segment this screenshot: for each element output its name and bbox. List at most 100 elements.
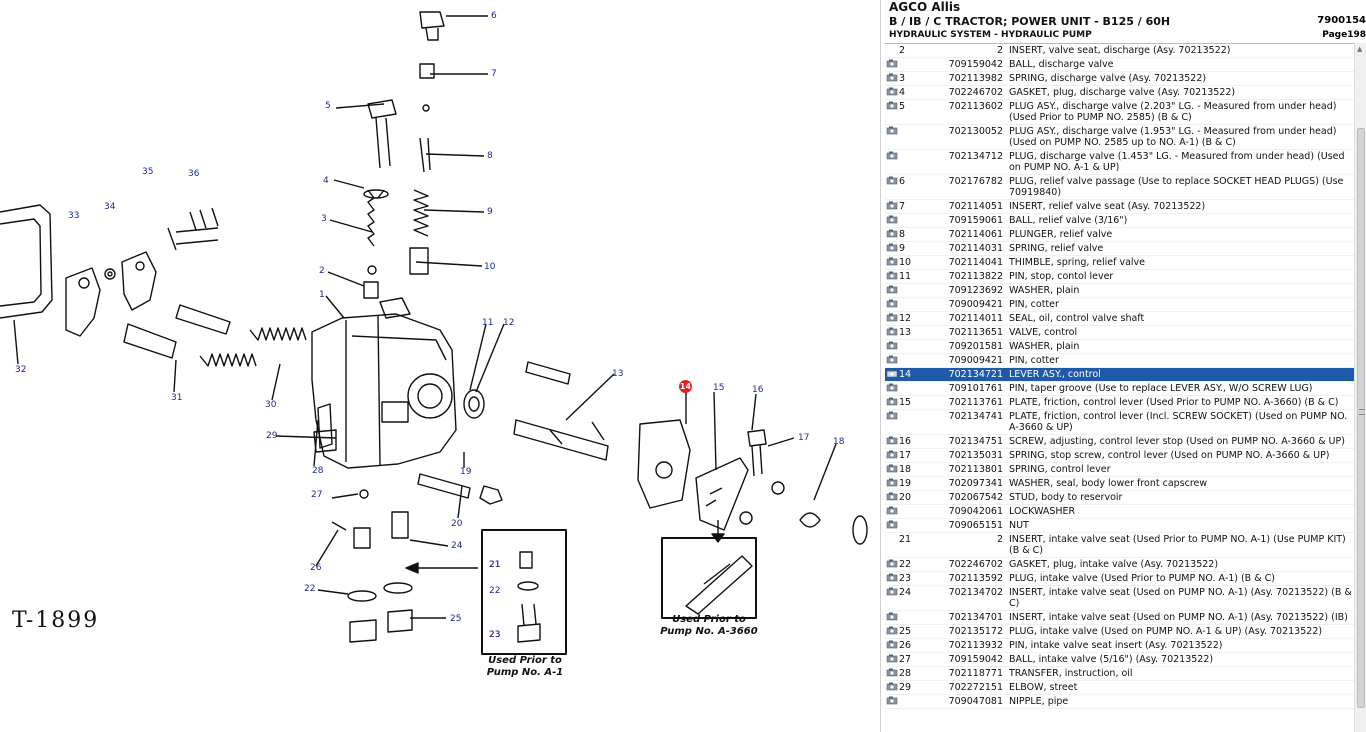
cart-icon[interactable] (886, 369, 898, 378)
cart-icon[interactable] (886, 626, 898, 635)
cart-icon[interactable] (886, 506, 898, 515)
cart-icon[interactable] (886, 383, 898, 392)
cart-icon[interactable] (886, 612, 898, 621)
cart-icon[interactable] (886, 313, 898, 322)
cart-icon[interactable] (886, 654, 898, 663)
callout-11[interactable]: 11 (482, 318, 494, 328)
callout-36[interactable]: 36 (188, 169, 200, 179)
cart-icon[interactable] (886, 151, 898, 160)
cart-icon[interactable] (886, 126, 898, 135)
cart-icon[interactable] (886, 450, 898, 459)
cart-icon[interactable] (886, 640, 898, 649)
callout-1[interactable]: 1 (319, 290, 325, 300)
cart-icon[interactable] (886, 411, 898, 420)
callout-32[interactable]: 32 (15, 365, 27, 375)
callout-12[interactable]: 12 (503, 318, 515, 328)
cart-icon[interactable] (886, 397, 898, 406)
cart-icon[interactable] (886, 257, 898, 266)
cart-icon[interactable] (886, 520, 898, 529)
cart-icon[interactable] (886, 682, 898, 691)
cart-icon[interactable] (886, 355, 898, 364)
callout-26[interactable]: 26 (310, 563, 322, 573)
callout-3[interactable]: 3 (321, 214, 327, 224)
callout-19[interactable]: 19 (460, 467, 472, 477)
cart-icon[interactable] (886, 285, 898, 294)
cart-icon[interactable] (886, 271, 898, 280)
callout-17[interactable]: 17 (798, 433, 810, 443)
callout-14-selected[interactable]: 14 (679, 380, 692, 393)
callout-33[interactable]: 33 (68, 211, 80, 221)
callout-4[interactable]: 4 (323, 176, 329, 186)
cart-icon[interactable] (886, 327, 898, 336)
cart-icon[interactable] (886, 243, 898, 252)
callout-8[interactable]: 8 (487, 151, 493, 161)
callout-15[interactable]: 15 (713, 383, 725, 393)
cart-icon[interactable] (886, 559, 898, 568)
callout-9[interactable]: 9 (487, 207, 493, 217)
scrollbar-thumb[interactable] (1357, 128, 1365, 708)
callout-29[interactable]: 29 (266, 431, 278, 441)
callout-6[interactable]: 6 (491, 11, 497, 21)
cart-icon[interactable] (886, 436, 898, 445)
callout-box1-21[interactable]: 21 (489, 560, 501, 570)
callout-21[interactable]: 21 (489, 560, 501, 570)
cart-icon[interactable] (886, 87, 898, 96)
callout-35[interactable]: 35 (142, 167, 154, 177)
callout-27[interactable]: 27 (311, 490, 323, 500)
callout-box1-22[interactable]: 22 (489, 586, 501, 596)
callout-34[interactable]: 34 (104, 202, 116, 212)
callout-22[interactable]: 22 (304, 584, 316, 594)
cart-icon[interactable] (886, 587, 898, 596)
callout-30[interactable]: 30 (265, 400, 277, 410)
cart-icon[interactable] (886, 464, 898, 473)
cart-icon[interactable] (886, 299, 898, 308)
callout-18[interactable]: 18 (833, 437, 845, 447)
callout-16[interactable]: 16 (752, 385, 764, 395)
cart-icon[interactable] (886, 573, 898, 582)
callout-10[interactable]: 10 (484, 262, 496, 272)
callout-20[interactable]: 20 (451, 519, 463, 529)
cart-icon[interactable] (886, 201, 898, 210)
callout-box1-23[interactable]: 23 (489, 630, 501, 640)
parts-scrollbar[interactable]: ▲ (1354, 43, 1366, 732)
callout-23[interactable]: 23 (489, 630, 501, 640)
exploded-diagram[interactable]: 6 7 5 8 4 9 3 10 2 1 11 12 13 14 15 16 1… (0, 0, 880, 732)
